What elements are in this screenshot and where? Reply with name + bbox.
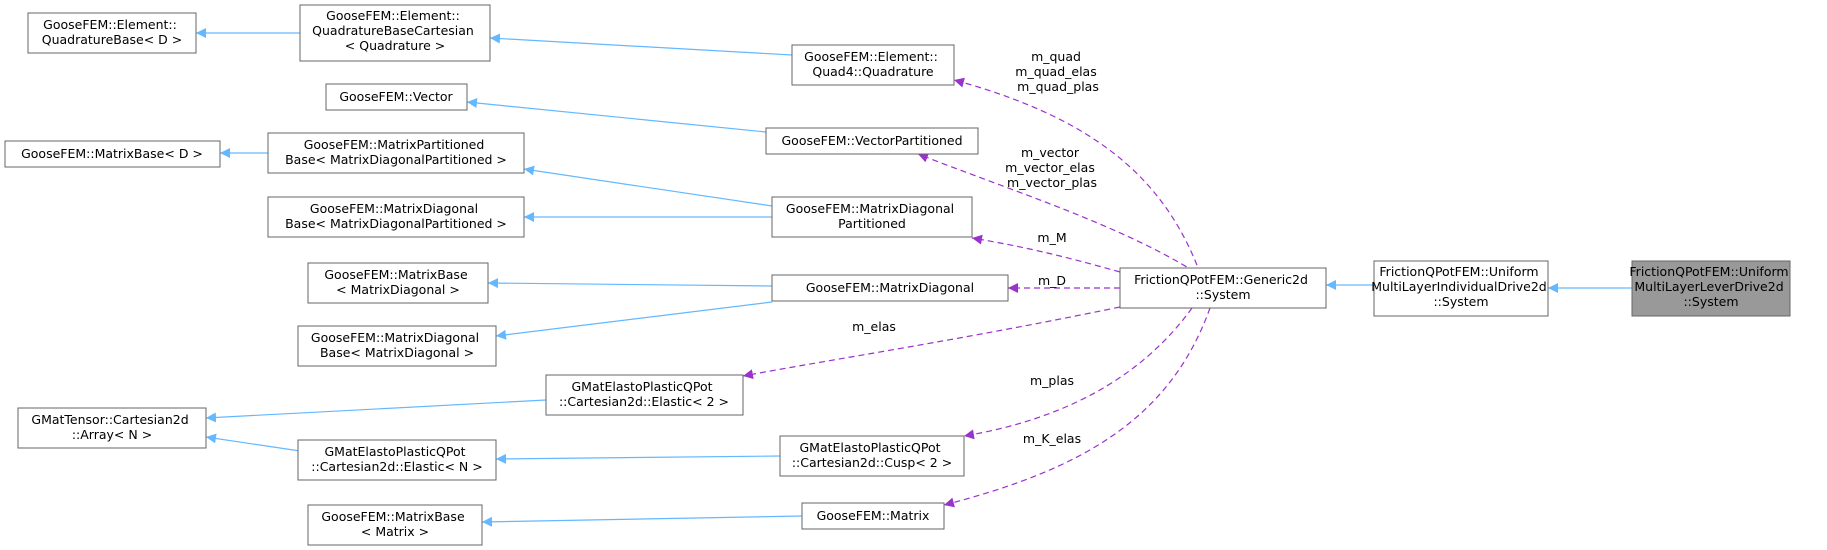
node-elastic-2[interactable]: GMatElastoPlasticQPot ::Cartesian2d::Ela…	[545, 374, 744, 416]
node-matrix-diagonal-partitioned[interactable]: GooseFEM::MatrixDiagonal Partitioned	[771, 196, 973, 238]
edge-vecpart-to-vector	[466, 98, 767, 133]
node-quadrature-base-d[interactable]: GooseFEM::Element:: QuadratureBase< D >	[27, 12, 197, 54]
edge-quad4-to-qbc	[489, 33, 793, 56]
node-uniform-lever-drive-current[interactable]: FrictionQPotFEM::Uniform MultiLayerLever…	[1629, 260, 1792, 317]
edge-label-m-m: m_M	[1037, 230, 1066, 245]
svg-text:GooseFEM::MatrixPartitioned: GooseFEM::MatrixPartitioned Base< Matrix…	[285, 137, 507, 167]
edge-member-k-elas	[943, 307, 1211, 508]
node-matrix-base-d[interactable]: GooseFEM::MatrixBase< D >	[4, 140, 221, 168]
svg-text:GooseFEM::MatrixBase < M: GooseFEM::MatrixBase < Matrix >	[321, 509, 468, 539]
svg-text:FrictionQPotFEM::Uniform: FrictionQPotFEM::Uniform MultiLayerIndiv…	[1371, 264, 1550, 309]
edge-label-k-elas: m_K_elas	[1023, 431, 1081, 446]
node-matrix[interactable]: GooseFEM::Matrix	[801, 502, 945, 530]
node-elastic-n[interactable]: GMatElastoPlasticQPot ::Cartesian2d::Ela…	[297, 439, 497, 481]
svg-text:GooseFEM::MatrixDiagonal: GooseFEM::MatrixDiagonal Base< MatrixDia…	[311, 330, 483, 360]
svg-text:GMatTensor::Cartesian2d: GMatTensor::Cartesian2d ::Array< N >	[31, 412, 192, 442]
node-uniform-individual-drive[interactable]: FrictionQPotFEM::Uniform MultiLayerIndiv…	[1371, 260, 1550, 317]
edge-label-plas: m_plas	[1030, 373, 1074, 388]
svg-text:GooseFEM::Element:: Quad: GooseFEM::Element:: QuadratureBaseCartes…	[312, 8, 478, 53]
edge-md-to-mdbmd	[495, 301, 773, 340]
edge-mdp-to-mpb	[523, 165, 773, 207]
svg-text:GooseFEM::Element:: Quad: GooseFEM::Element:: QuadratureBase< D >	[42, 17, 183, 47]
edge-label-quad: m_quad m_quad_elas m_quad_plas	[1015, 49, 1100, 94]
svg-text:GMatElastoPlasticQPot ::: GMatElastoPlasticQPot ::Cartesian2d::Cus…	[792, 440, 952, 470]
edge-member-vector	[917, 152, 1196, 273]
edge-member-plas	[963, 307, 1193, 440]
svg-text:GooseFEM::MatrixDiagonal: GooseFEM::MatrixDiagonal Partitioned	[786, 201, 958, 231]
node-vector-partitioned[interactable]: GooseFEM::VectorPartitioned	[765, 127, 979, 155]
node-matrix-diagonal-base-matrix-diagonal[interactable]: GooseFEM::MatrixDiagonal Base< MatrixDia…	[297, 325, 497, 367]
node-vector[interactable]: GooseFEM::Vector	[325, 83, 468, 111]
svg-text:GooseFEM::MatrixBase < M: GooseFEM::MatrixBase < MatrixDiagonal >	[324, 267, 471, 297]
node-matrix-base-matrix-diagonal[interactable]: GooseFEM::MatrixBase < MatrixDiagonal >	[307, 262, 489, 304]
node-generic2d-system[interactable]: FrictionQPotFEM::Generic2d ::System	[1119, 267, 1327, 309]
svg-text:GooseFEM::VectorPartitioned: GooseFEM::VectorPartitioned	[781, 133, 962, 148]
node-matrix-diagonal-base-partitioned[interactable]: GooseFEM::MatrixDiagonal Base< MatrixDia…	[267, 196, 525, 238]
svg-text:GooseFEM::Matrix: GooseFEM::Matrix	[817, 508, 930, 523]
node-cartesian2d-array[interactable]: GMatTensor::Cartesian2d ::Array< N >	[17, 407, 207, 449]
node-matrix-base-matrix[interactable]: GooseFEM::MatrixBase < Matrix >	[307, 504, 483, 546]
svg-text:FrictionQPotFEM::Uniform: FrictionQPotFEM::Uniform MultiLayerLever…	[1629, 264, 1792, 309]
edge-label-vector: m_vector m_vector_elas m_vector_plas	[1005, 145, 1099, 190]
edge-label-elas: m_elas	[852, 319, 896, 334]
edge-member-elas	[742, 306, 1121, 380]
node-quadrature-base-cartesian[interactable]: GooseFEM::Element:: QuadratureBaseCartes…	[299, 4, 491, 62]
node-matrix-partitioned-base[interactable]: GooseFEM::MatrixPartitioned Base< Matrix…	[267, 132, 525, 174]
node-quad4-quadrature[interactable]: GooseFEM::Element:: Quad4::Quadrature	[791, 44, 955, 86]
edge-md-to-mbmd	[487, 278, 773, 289]
svg-text:GooseFEM::MatrixDiagonal: GooseFEM::MatrixDiagonal	[806, 280, 974, 295]
svg-text:GooseFEM::Element:: Quad: GooseFEM::Element:: Quad4::Quadrature	[804, 49, 942, 79]
edge-member-quad	[953, 77, 1211, 304]
edge-label-m-d: m_D	[1038, 273, 1066, 288]
svg-text:GooseFEM::MatrixDiagonal: GooseFEM::MatrixDiagonal Base< MatrixDia…	[285, 201, 507, 231]
svg-text:FrictionQPotFEM::Generic2d: FrictionQPotFEM::Generic2d ::System	[1134, 272, 1312, 302]
svg-text:GooseFEM::MatrixBase< D >: GooseFEM::MatrixBase< D >	[21, 146, 203, 161]
node-matrix-diagonal[interactable]: GooseFEM::MatrixDiagonal	[771, 274, 1009, 302]
edge-eln-to-cart	[205, 433, 301, 452]
edge-el2-to-cart	[205, 399, 547, 423]
edge-member-m-m	[971, 234, 1121, 273]
edge-cusp2-to-eln	[495, 453, 781, 464]
svg-text:GMatElastoPlasticQPot ::: GMatElastoPlasticQPot ::Cartesian2d::Ela…	[559, 379, 729, 409]
svg-text:GooseFEM::Vector: GooseFEM::Vector	[339, 89, 453, 104]
svg-text:GMatElastoPlasticQPot ::: GMatElastoPlasticQPot ::Cartesian2d::Ela…	[311, 444, 482, 474]
node-cusp-2[interactable]: GMatElastoPlasticQPot ::Cartesian2d::Cus…	[779, 435, 965, 477]
edge-matrix-to-mbm	[481, 515, 803, 527]
